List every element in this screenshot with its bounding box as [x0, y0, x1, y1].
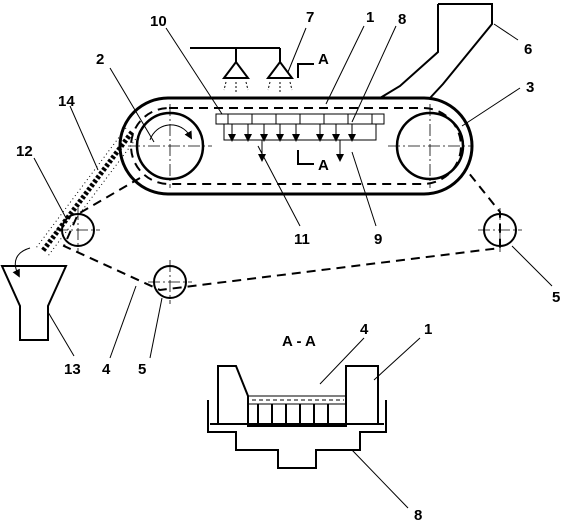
leader-lines — [33, 23, 553, 509]
tail-drum — [388, 104, 472, 188]
vacuum-chamber — [215, 113, 385, 162]
callout-labels: 10 7 1 8 6 3 2 14 12 11 9 5 13 4 5 4 1 8 — [16, 9, 560, 523]
discharge-stream — [12, 127, 139, 278]
idler-roll-left — [56, 208, 100, 252]
label-10: 10 — [150, 13, 167, 30]
label-1-section: 1 — [424, 321, 432, 338]
label-14: 14 — [58, 93, 75, 110]
section-marker-top: A — [297, 51, 329, 78]
label-section-a-mid: A — [318, 157, 329, 174]
collection-funnel — [0, 265, 68, 341]
label-9: 9 — [374, 231, 382, 248]
idler-roll-right — [478, 208, 522, 252]
label-3: 3 — [526, 79, 534, 96]
label-section-a-top: A — [318, 51, 329, 68]
label-8: 8 — [398, 11, 406, 28]
label-5-bottom: 5 — [138, 361, 146, 378]
label-2: 2 — [96, 51, 104, 68]
label-5-right: 5 — [552, 289, 560, 306]
label-6: 6 — [524, 41, 532, 58]
label-4: 4 — [102, 361, 111, 378]
label-7: 7 — [306, 9, 314, 26]
section-view: A - A — [207, 333, 387, 469]
label-4-section: 4 — [360, 321, 369, 338]
idler-roll-bottom — [148, 260, 192, 304]
label-13: 13 — [64, 361, 81, 378]
drive-drum — [128, 104, 212, 188]
label-1: 1 — [366, 9, 374, 26]
label-8-section: 8 — [414, 507, 422, 523]
label-11: 11 — [294, 231, 310, 248]
section-title: A - A — [282, 333, 316, 350]
section-marker-mid: A — [297, 150, 329, 174]
spray-bar — [190, 47, 294, 92]
label-12: 12 — [16, 143, 33, 160]
feed-hopper — [379, 3, 493, 99]
return-belt — [62, 171, 501, 292]
